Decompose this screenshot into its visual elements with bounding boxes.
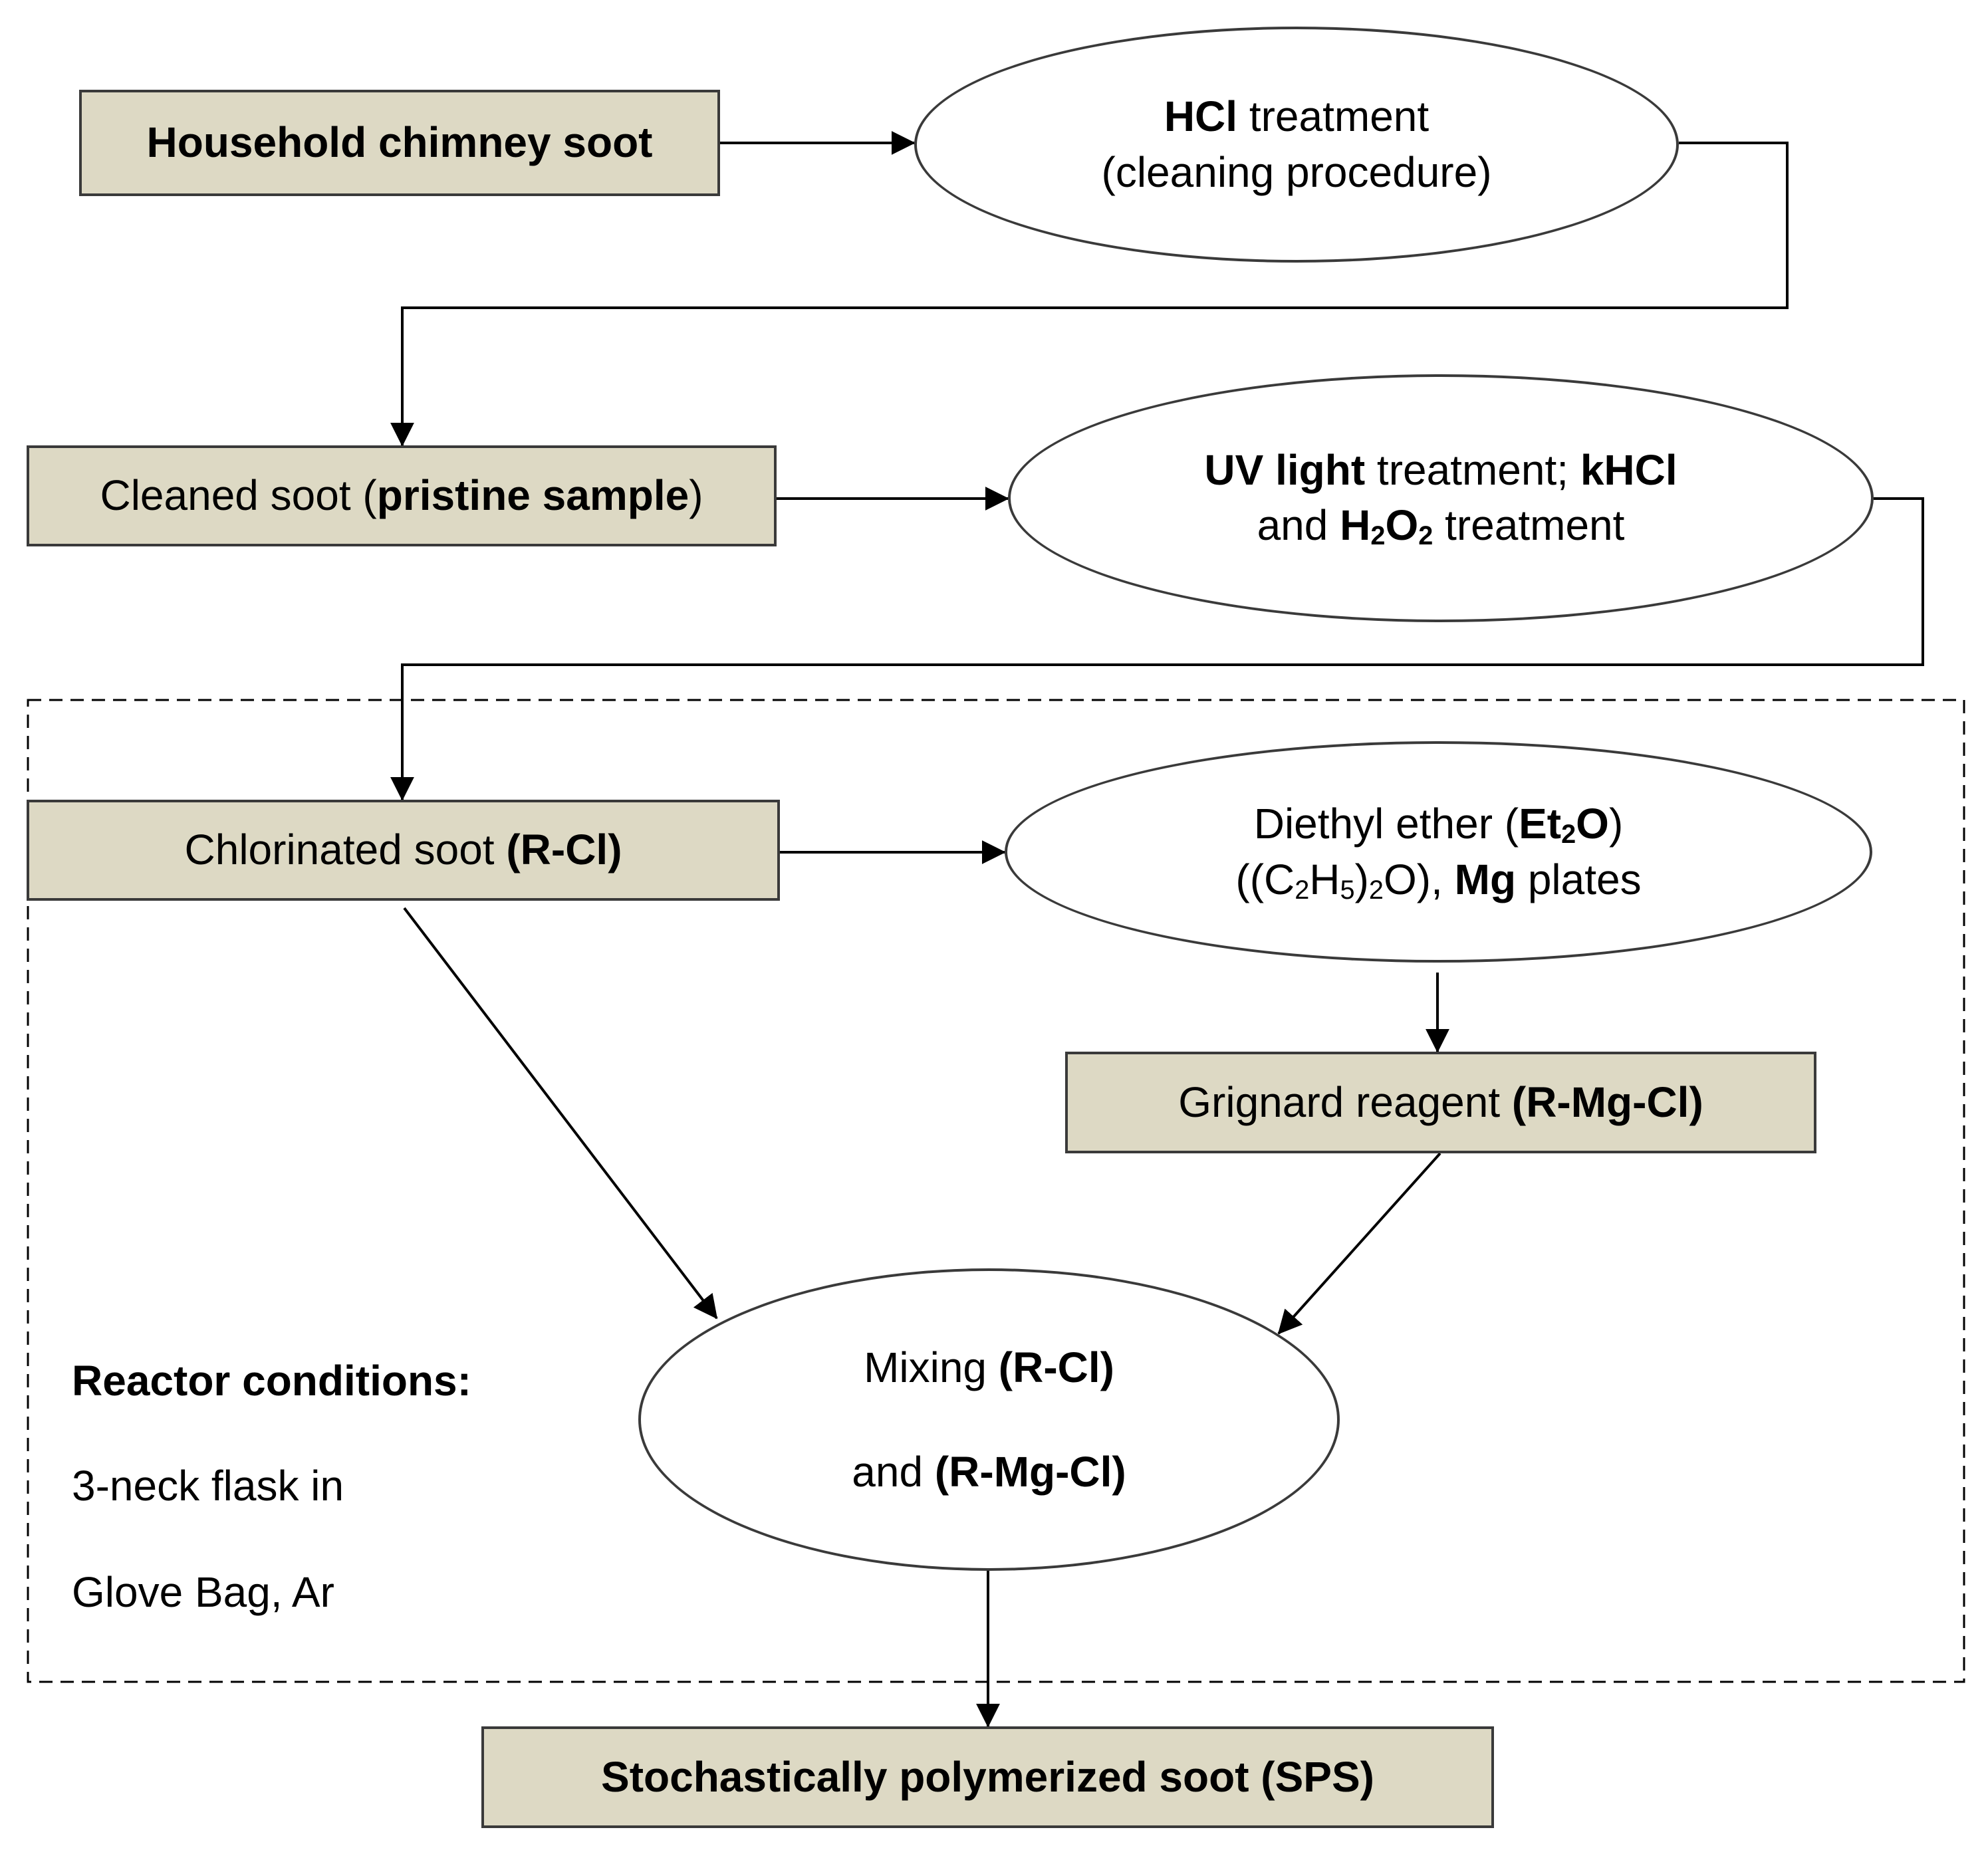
uv-and-text: and: [1257, 501, 1340, 550]
h2o2-o: O: [1385, 501, 1419, 550]
hcl-cleaning-label: (cleaning procedure): [1101, 148, 1492, 196]
formula-part-c: ): [1354, 855, 1369, 903]
mixing-r-mg-cl-label: (R-Mg-Cl): [934, 1447, 1126, 1496]
h2o2-treatment-text: treatment: [1433, 501, 1625, 550]
mg-label: Mg: [1454, 855, 1517, 903]
reactor-conditions-title: Reactor conditions:: [72, 1357, 471, 1405]
household-soot-box: Household chimney soot: [79, 90, 720, 196]
cleaned-soot-suffix: ): [689, 471, 703, 520]
uv-treatment-ellipse: UV light treatment; kHCl and H2O2 treatm…: [1008, 374, 1874, 622]
uv-light-label: UV light: [1204, 446, 1366, 495]
grignard-text: Grignard reagent: [1178, 1078, 1512, 1126]
et-sub: 2: [1561, 819, 1576, 849]
khcl-label: kHCl: [1580, 446, 1677, 495]
reactor-boundary: [27, 699, 1965, 1683]
mixing-text: Mixing: [864, 1343, 999, 1391]
household-soot-label: Household chimney soot: [146, 118, 653, 167]
mixing-r-cl-label: (R-Cl): [998, 1343, 1114, 1391]
r-mg-cl-label: (R-Mg-Cl): [1511, 1078, 1703, 1126]
arrow-chlorinated-to-mixing: [403, 907, 718, 1320]
arrow-uv-to-chlorinated: [390, 497, 1924, 801]
h2o2-h: H: [1340, 501, 1371, 550]
chlorinated-soot-text: Chlorinated soot: [184, 826, 507, 874]
formula-sub-1: 2: [1295, 875, 1310, 905]
r-cl-label: (R-Cl): [506, 826, 622, 874]
uv-treatment-text: treatment;: [1365, 446, 1580, 495]
arrow-grignard-to-mixing: [1277, 1152, 1441, 1335]
formula-sub-2: 5: [1340, 875, 1355, 905]
formula-part-a: ((C: [1235, 855, 1295, 903]
chlorinated-soot-box: Chlorinated soot (R-Cl): [27, 800, 780, 901]
cleaned-soot-box: Cleaned soot (pristine sample): [27, 445, 777, 546]
formula-part-b: H: [1309, 855, 1340, 903]
sps-box: Stochastically polymerized soot (SPS): [481, 1726, 1494, 1828]
plates-text: plates: [1516, 855, 1642, 903]
formula-sub-3: 2: [1368, 875, 1384, 905]
ether-close: ): [1608, 799, 1624, 848]
sps-label: Stochastically polymerized soot (SPS): [601, 1752, 1374, 1801]
ether-prefix: Diethyl ether (: [1253, 799, 1519, 848]
et-o-label: O: [1576, 799, 1609, 848]
hcl-label: HCl: [1164, 92, 1238, 141]
hcl-treatment-ellipse: HCl treatment (cleaning procedure): [914, 27, 1679, 263]
h2o2-sub1: 2: [1370, 521, 1386, 551]
arrow-hcl-to-cleaned: [390, 142, 1789, 447]
reactor-conditions-line2: Glove Bag, Ar: [72, 1568, 334, 1616]
h2o2-sub2: 2: [1418, 521, 1433, 551]
diethyl-ether-ellipse: Diethyl ether (Et2O) ((C2H5)2O), Mg plat…: [1005, 741, 1872, 963]
mixing-ellipse: Mixing (R-Cl) and (R-Mg-Cl): [638, 1268, 1340, 1571]
pristine-sample-label: pristine sample: [376, 471, 689, 520]
hcl-treatment-label: treatment: [1237, 92, 1429, 141]
reactor-conditions-line1: 3-neck flask in: [72, 1462, 344, 1510]
et-label: Et: [1519, 799, 1562, 848]
cleaned-soot-prefix: Cleaned soot (: [100, 471, 377, 520]
mixing-and-text: and: [852, 1447, 935, 1496]
grignard-reagent-box: Grignard reagent (R-Mg-Cl): [1065, 1052, 1816, 1153]
formula-part-d: O),: [1383, 855, 1455, 903]
